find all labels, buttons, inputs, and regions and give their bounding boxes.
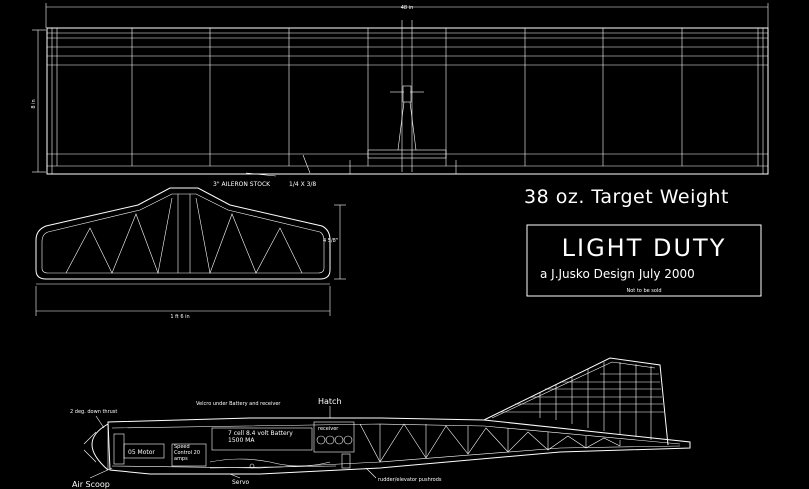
stabilizer-truss bbox=[65, 197, 303, 275]
aileron-stock-label: 3" AILERON STOCK bbox=[213, 181, 271, 188]
wing-chord-label: 8 in bbox=[31, 99, 37, 108]
wing-outline bbox=[46, 27, 769, 175]
fuselage-truss bbox=[359, 423, 621, 463]
spar-size-label: 1/4 X 3/8 bbox=[289, 181, 316, 188]
receiver-box bbox=[313, 421, 355, 453]
stabilizer-span-label: 1 ft 6 in bbox=[170, 314, 189, 320]
speed-control-box bbox=[171, 443, 207, 467]
battery-box bbox=[211, 427, 313, 451]
design-title: LIGHT DUTY bbox=[562, 234, 727, 262]
wing-center-section bbox=[367, 20, 447, 172]
speed-control-label: Speed Control 20 amps bbox=[174, 444, 201, 462]
stabilizer-chord-label: 4 5/8" bbox=[323, 238, 338, 244]
velcro-note: Velcro under Battery and receiver bbox=[196, 401, 281, 407]
fin-ribs bbox=[539, 362, 652, 440]
stabilizer-outline bbox=[35, 187, 331, 280]
air-scoop-label: Air Scoop bbox=[72, 480, 110, 489]
not-for-sale-notice: Not to be sold bbox=[626, 288, 661, 294]
motor-label: 05 Motor bbox=[128, 449, 155, 456]
servos bbox=[316, 435, 353, 445]
servo-label: Servo bbox=[232, 479, 250, 486]
thrust-note: 2 deg. down thrust bbox=[70, 409, 117, 415]
battery-label: 7 cell 8.4 volt Battery 1500 MA bbox=[228, 430, 293, 444]
wing-ribs bbox=[56, 28, 759, 166]
receiver-label: receiver bbox=[318, 426, 339, 432]
title-block-frame bbox=[526, 224, 762, 297]
vertical-fin bbox=[483, 357, 669, 446]
pushrod-note: rudder/elevator pushrods bbox=[378, 477, 442, 483]
spinner bbox=[91, 423, 109, 471]
stabilizer-plan-view: 1 ft 6 in 4 5/8" bbox=[35, 187, 346, 320]
wing-span-label: 48 in bbox=[401, 5, 414, 11]
title-block: LIGHT DUTY a J.Jusko Design July 2000 No… bbox=[526, 224, 762, 297]
wing-plan-view: 48 in 8 in bbox=[31, 3, 769, 188]
fuselage-outline bbox=[107, 417, 691, 475]
fuselage-side-view: 05 Motor Speed Control 20 amps 7 cell 8.… bbox=[70, 357, 691, 489]
designer-credit: a J.Jusko Design July 2000 bbox=[540, 267, 695, 281]
target-weight-note: 38 oz. Target Weight bbox=[524, 186, 729, 208]
hatch-label: Hatch bbox=[318, 397, 342, 406]
